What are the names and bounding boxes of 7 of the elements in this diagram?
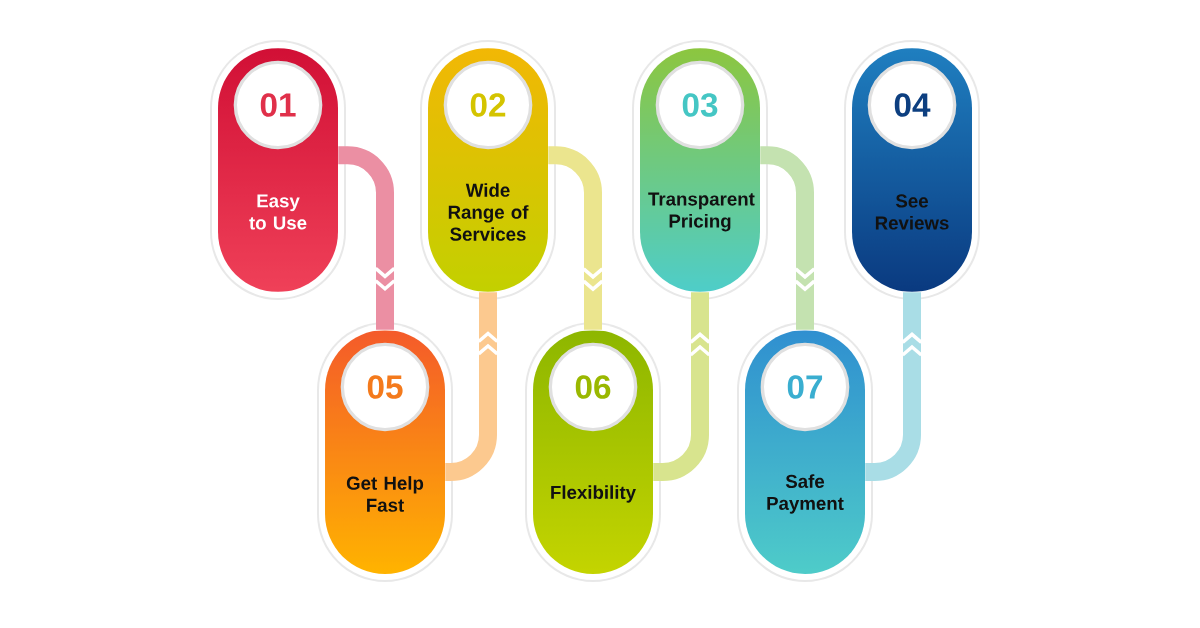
- step-label: See Reviews: [875, 194, 949, 230]
- step-label: Transparent Pricing: [648, 192, 755, 232]
- step-label: Easy to Use: [249, 194, 307, 230]
- step-label: Safe Payment: [767, 474, 844, 514]
- step-label: Wide Range of Services: [448, 183, 529, 241]
- step-label: Get Help Fast: [346, 476, 424, 512]
- step-label: Flexibility: [551, 485, 636, 503]
